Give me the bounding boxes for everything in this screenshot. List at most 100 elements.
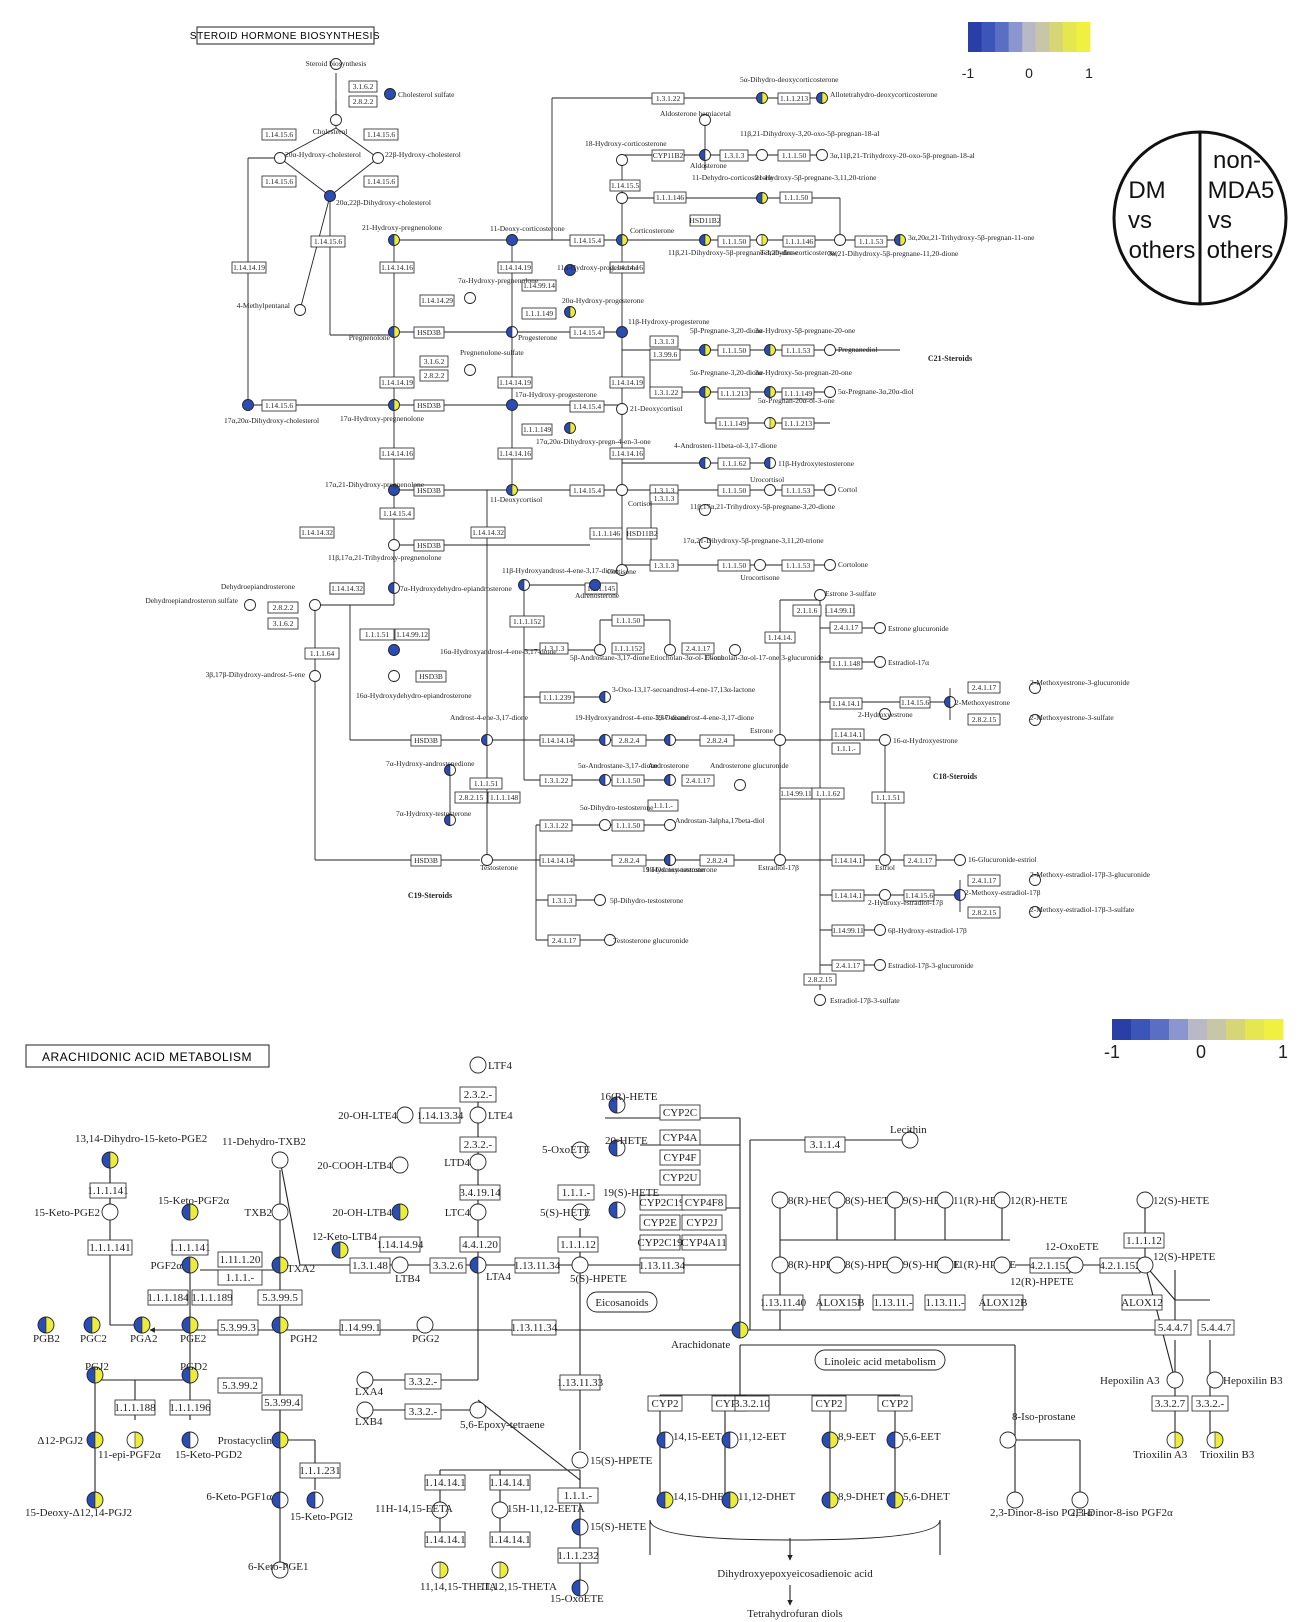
enzyme-1-1-1-53[interactable]: 1.1.1.53 (781, 344, 815, 357)
enzyme-cyp2[interactable]: CYP2 (877, 1395, 913, 1412)
enzyme-1-1-1-196[interactable]: 1.1.1.196 (169, 1399, 211, 1416)
enzyme-hsd3b[interactable]: HSD3B (413, 399, 445, 412)
enzyme-1-1-1-149[interactable]: 1.1.1.149 (715, 417, 749, 430)
compound-lxa4[interactable]: LXA4 (355, 1371, 384, 1398)
compound-estradiol-17[interactable]: Estradiol-17α (874, 656, 930, 668)
compound-20-hydroxy-progesterone[interactable]: 20α-Hydroxy-progesterone (562, 296, 644, 318)
enzyme-1-14-15-4[interactable]: 1.14.15.4 (569, 400, 605, 413)
enzyme-3-1-1-4[interactable]: 3.1.1.4 (804, 1136, 846, 1153)
compound-estrone-glucuronide[interactable]: Estrone glucuronide (874, 622, 950, 634)
enzyme-1-14-13-34[interactable]: 1.14.13.34 (417, 1107, 464, 1124)
compound-13-14-dihydro-15-keto-pge2[interactable]: 13,14-Dihydro-15-keto-PGE2 (75, 1133, 207, 1169)
enzyme-1-1-1-146[interactable]: 1.1.1.146 (589, 527, 623, 540)
enzyme-2-8-2-15[interactable]: 2.8.2.15 (803, 973, 837, 986)
enzyme-1-14-15-6[interactable]: 1.14.15.6 (261, 175, 297, 188)
enzyme-1-14-14-94[interactable]: 1.14.14.94 (377, 1236, 424, 1253)
enzyme-1-14-15-4[interactable]: 1.14.15.4 (569, 484, 605, 497)
compound-estriol[interactable]: Estriol (875, 854, 895, 873)
compound-16-hydroxyestrone[interactable]: 16-α-Hydroxyestrone (879, 734, 959, 746)
enzyme-3-3-2[interactable]: 3.3.2.- (404, 1373, 442, 1390)
compound-androsterone-glucuronide[interactable]: Androsterone glucuronide (710, 761, 789, 791)
enzyme-5-4-4-7[interactable]: 5.4.4.7 (1154, 1319, 1192, 1336)
enzyme-1-3-1-48[interactable]: 1.3.1.48 (349, 1257, 391, 1274)
enzyme-hsd3b[interactable]: HSD3B (415, 670, 447, 683)
enzyme-1-1-1-149[interactable]: 1.1.1.149 (521, 307, 557, 320)
enzyme-5-3-99-3[interactable]: 5.3.99.3 (217, 1319, 259, 1336)
compound-21-hydroxy-pregnenolone[interactable]: 21-Hydroxy-pregnenolone (362, 223, 443, 246)
compound-estradiol-17[interactable]: Estradiol-17β (758, 854, 799, 873)
enzyme-1-13-11-34[interactable]: 1.13.11.34 (514, 1257, 561, 1274)
enzyme-alox12[interactable]: ALOX12 (1121, 1294, 1163, 1311)
compound-pregnenolone[interactable]: Pregnenolone (349, 326, 400, 343)
compound-5-pregnane-3-20-dione[interactable]: 5α-Pregnane-3,20-dione (690, 368, 764, 398)
enzyme-1-14-14-1[interactable]: 1.14.14.1 (489, 1474, 531, 1491)
enzyme-1-14-14[interactable]: 1.14.14. (764, 631, 796, 644)
enzyme-1-14-14-16[interactable]: 1.14.14.16 (609, 447, 645, 460)
compound-15h-11-12-eeta[interactable]: 15H-11,12-EETA (491, 1501, 585, 1519)
enzyme-cyp11b2[interactable]: CYP11B2 (651, 149, 685, 162)
compound-11-17-21-trihydroxy-pregnenolone[interactable]: 11β,17α,21-Trihydroxy-pregnenolone (328, 539, 442, 563)
enzyme-1-1-1-141[interactable]: 1.1.1.141 (87, 1239, 133, 1256)
enzyme-1-1-1-188[interactable]: 1.1.1.188 (114, 1399, 156, 1416)
enzyme-4-2-1-152[interactable]: 4.2.1.152 (1029, 1257, 1071, 1274)
enzyme-cyp4f[interactable]: CYP4F (659, 1149, 701, 1166)
compound-20-oh-lte4[interactable]: 20-OH-LTE4 (338, 1106, 414, 1124)
compound-19-oxotestosterone[interactable]: 19-Oxotestosterone (646, 854, 705, 875)
enzyme-2-8-2-4[interactable]: 2.8.2.4 (699, 734, 735, 747)
compound-pregnanediol[interactable]: Pregnanediol (824, 344, 878, 356)
enzyme-cyp4a11[interactable]: CYP4A11 (681, 1234, 727, 1251)
compound-5-dihydro-testosterone[interactable]: 5α-Dihydro-testosterone (580, 803, 654, 831)
compound-14-15-eet[interactable]: 14,15-EET (656, 1431, 722, 1449)
compound-3-20-21-trihydroxy-5-pregnan-11-one[interactable]: 3α,20α,21-Trihydroxy-5β-pregnan-11-one (894, 233, 1036, 246)
compound-5-s-hpete[interactable]: 5(S)-HPETE (570, 1256, 627, 1285)
compound-hepoxilin-b3[interactable]: Hepoxilin B3 (1206, 1371, 1283, 1389)
enzyme-1-14-15-4[interactable]: 1.14.15.4 (569, 234, 605, 247)
compound-17-20-dihydroxy-cholesterol[interactable]: 17α,20α-Dihydroxy-cholesterol (224, 399, 319, 426)
enzyme-1-1-1-149[interactable]: 1.1.1.149 (781, 387, 815, 400)
enzyme-1-3-1-3[interactable]: 1.3.1.3 (539, 642, 569, 655)
enzyme-1-1-1-50[interactable]: 1.1.1.50 (717, 559, 751, 572)
enzyme-1-14-15-6[interactable]: 1.14.15.6 (363, 175, 399, 188)
compound-tetrahydro-corticosterone[interactable]: Tetrahydro-corticosterone (756, 234, 839, 258)
compound-pgc2[interactable]: PGC2 (80, 1316, 107, 1345)
compound-18-hydroxy-corticosterone[interactable]: 18-Hydroxy-corticosterone (585, 139, 667, 166)
compound-15-keto-pgd2[interactable]: 15-Keto-PGD2 (175, 1431, 242, 1461)
compound-7-hydroxydehydro-epiandrosterone[interactable]: 7α-Hydroxydehydro-epiandrosterone (388, 582, 513, 594)
enzyme-1-14-15-6[interactable]: 1.14.15.6 (310, 235, 346, 248)
enzyme-1-1-1-146[interactable]: 1.1.1.146 (782, 235, 816, 248)
enzyme-1-3-1-3[interactable]: 1.3.1.3 (649, 335, 679, 348)
enzyme-1-14-14-16[interactable]: 1.14.14.16 (609, 261, 645, 274)
compound-22-hydroxy-cholesterol[interactable]: 22β-Hydroxy-cholesterol (372, 150, 461, 164)
compound-5-dihydro-testosterone[interactable]: 5β-Dihydro-testosterone (594, 894, 685, 906)
enzyme-1-3-1-3[interactable]: 1.3.1.3 (649, 559, 679, 572)
enzyme-1-1-1-148[interactable]: 1.1.1.148 (829, 657, 863, 670)
compound-progesterone[interactable]: Progesterone (506, 326, 558, 343)
compound-cholesterol[interactable]: Cholesterol (313, 114, 348, 137)
compound-20-hydroxy-cholesterol[interactable]: 20α-Hydroxy-cholesterol (274, 150, 362, 164)
compound-steroid-biosynthesis[interactable]: Steroid biosynthesis (306, 58, 367, 70)
enzyme-1-14-15-6[interactable]: 1.14.15.6 (261, 399, 297, 412)
compound-etiocholan-3-ol-17-one[interactable]: Etiocholan-3α-ol-17-one (650, 644, 725, 663)
compound-estrone-3-sulfate[interactable]: Estrone 3-sulfate (814, 589, 877, 601)
enzyme-3-3-2-10[interactable]: 3.3.2.10 (734, 1395, 770, 1412)
compound-11-hydroxy-progesterone[interactable]: 11α-Hydroxy-progesterone (557, 263, 639, 276)
compound-5-6-epoxy-tetraene[interactable]: 5,6-Epoxy-tetraene (460, 1401, 545, 1431)
compound-5-dihydro-deoxycorticosterone[interactable]: 5α-Dihydro-deoxycorticosterone (740, 75, 839, 104)
enzyme-2-4-1-17[interactable]: 2.4.1.17 (681, 642, 715, 655)
compound-3-oxo-13-17-secoandrost-4-ene-17-13-lactone[interactable]: 3-Oxo-13,17-secoandrost-4-ene-17,13α-lac… (599, 685, 756, 703)
compound-txb2[interactable]: TXB2 (245, 1203, 289, 1221)
compound-cortolone[interactable]: Cortolone (824, 559, 869, 571)
enzyme-1-14-14-14[interactable]: 1.14.14.14 (539, 734, 575, 747)
compound-21-deoxycortisol[interactable]: 21-Deoxycortisol (616, 403, 683, 415)
enzyme-3-3-2[interactable]: 3.3.2.- (404, 1403, 442, 1420)
compound-11-12-eet[interactable]: 11,12-EET (721, 1431, 786, 1449)
enzyme-1-14-14-1[interactable]: 1.14.14.1 (424, 1474, 466, 1491)
compound-16-r-hete[interactable]: 16(R)-HETE (600, 1091, 658, 1114)
enzyme-1-14-14-1[interactable]: 1.14.14.1 (424, 1531, 466, 1548)
compound-2-3-dinor-8-iso-pgf2[interactable]: 2,3-Dinor-8-iso PGF2α (1070, 1491, 1173, 1519)
enzyme-1-1-1-62[interactable]: 1.1.1.62 (717, 457, 751, 470)
enzyme-alox15b[interactable]: ALOX15B (816, 1294, 865, 1311)
enzyme-2-8-2-15[interactable]: 2.8.2.15 (454, 791, 488, 804)
enzyme-3-4-19-14[interactable]: 3.4.19.14 (459, 1184, 501, 1201)
enzyme-2-8-2-15[interactable]: 2.8.2.15 (967, 713, 1001, 726)
